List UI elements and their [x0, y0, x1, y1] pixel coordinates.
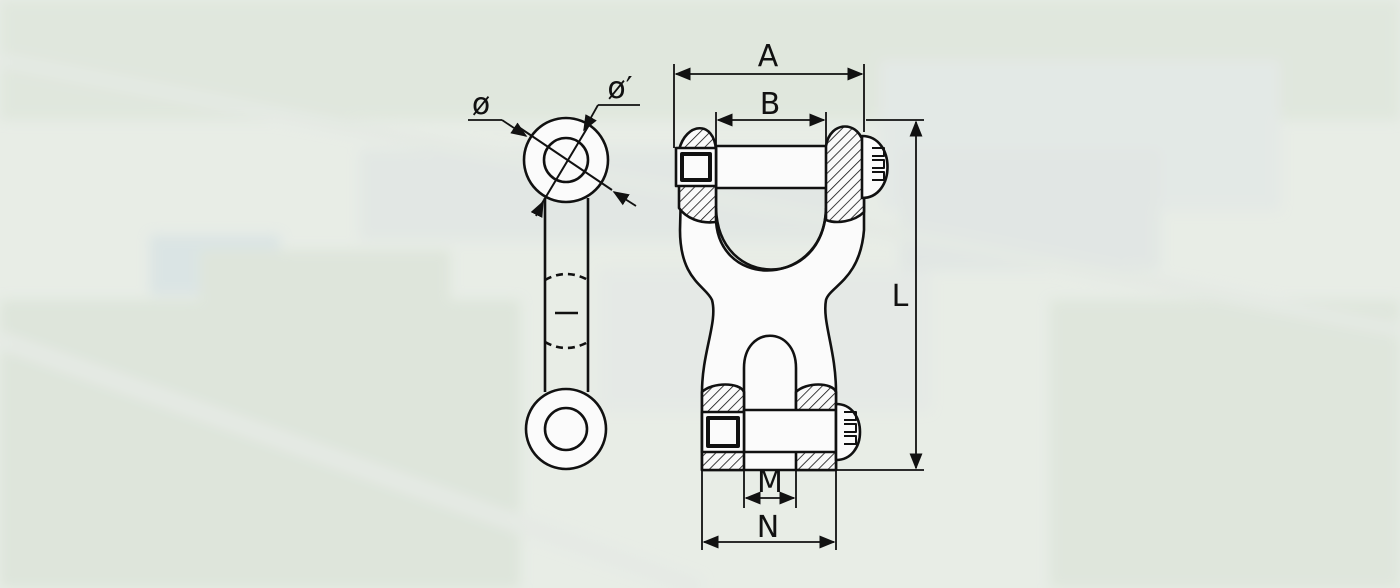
dimension-b-label: B	[760, 87, 781, 122]
diameter-prime-label: ø′	[607, 71, 632, 106]
dimension-lines	[468, 64, 924, 550]
dimension-n-label: N	[757, 510, 779, 545]
dimension-l-label: L	[892, 279, 909, 314]
dimension-a-label: A	[758, 39, 779, 74]
diameter-label: ø	[472, 87, 490, 122]
front-view	[674, 125, 889, 472]
dimension-m-label: M	[757, 465, 783, 500]
side-view	[519, 116, 613, 471]
